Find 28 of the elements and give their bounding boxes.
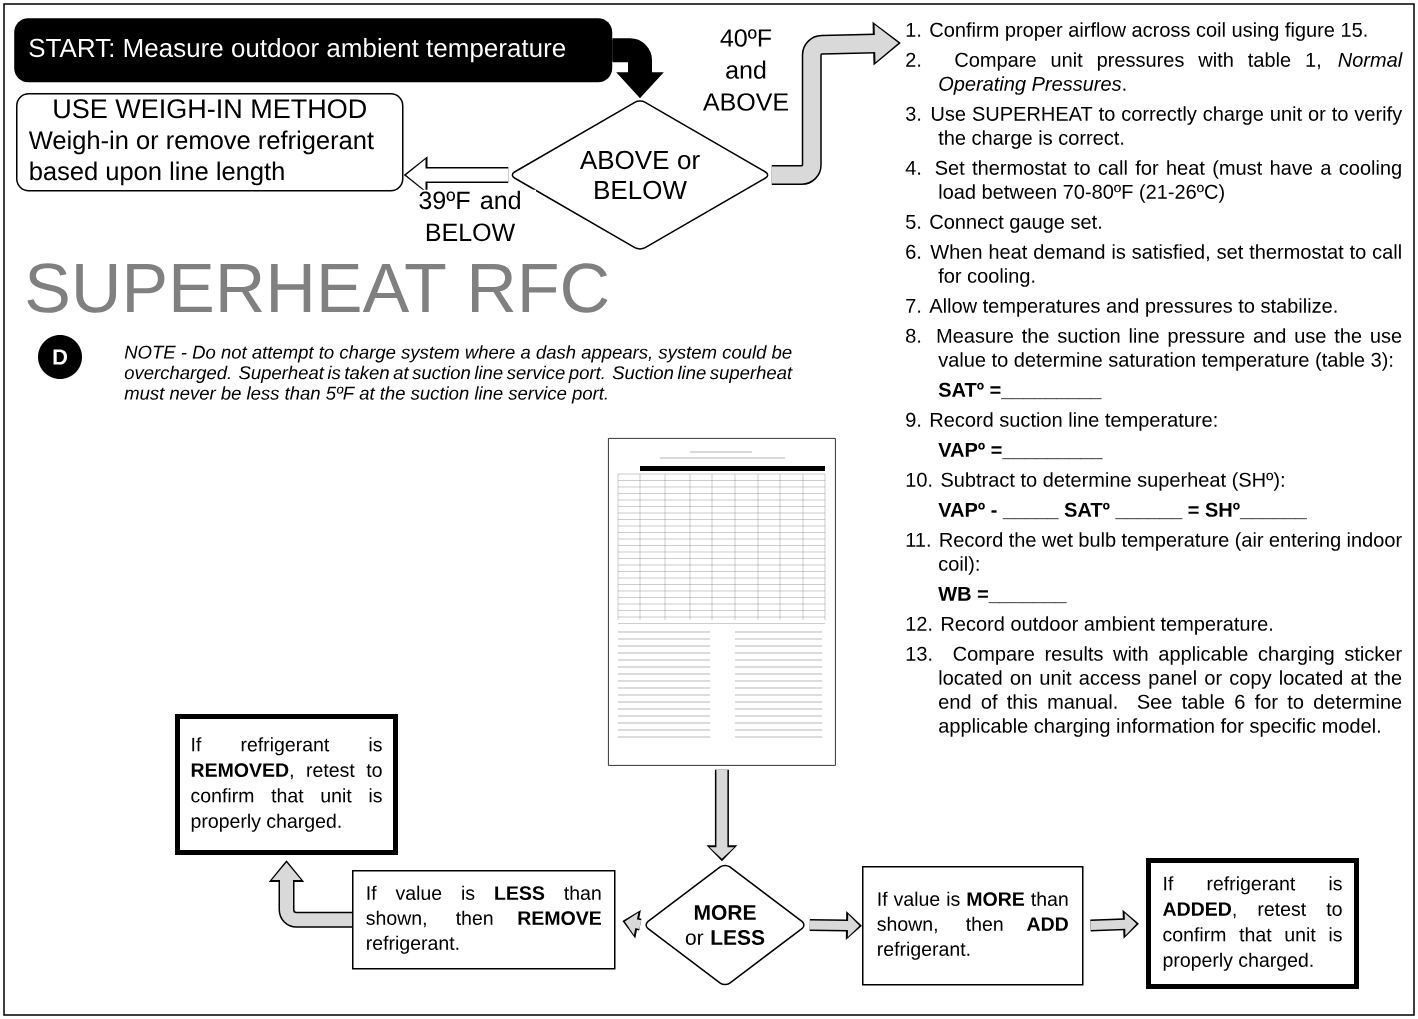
process-box: If value is LESS than shown, then REMOVE refrigerant. bbox=[352, 870, 616, 970]
step-text: 9. Record suction line temperature: bbox=[906, 412, 1217, 431]
method-box: USE WEIGH-IN METHOD Weigh-in or remove refrigerant based upon line length bbox=[16, 93, 404, 192]
step-text: 4. Set thermostat to call for heat (must have a cooling load between 70-80ºF (21-26ºC) bbox=[905, 160, 1401, 203]
page-title: SUPERHEAT RFC bbox=[27, 263, 608, 313]
result-box: If refrigerant is ADDED, retest to confirm that unit is properly charged. bbox=[1146, 858, 1359, 989]
step-text: 7. Allow temperatures and pressures to stabilize. bbox=[906, 298, 1337, 317]
fill-in-line: VAPº =_________ bbox=[938, 442, 1103, 460]
step-text: 6. When heat demand is satisfied, set thermostat to call for cooling. bbox=[906, 244, 1401, 287]
section-badge: D bbox=[38, 335, 82, 379]
start-box: START: Measure outdoor ambient temperature bbox=[14, 18, 613, 83]
step-text: 13. Compare results with applicable charging sticker located on unit access panel or copy located at the end of this manual. See table 6 for to determine applicable charging information for specific model. bbox=[906, 646, 1402, 737]
note-text: NOTE - Do not attempt to charge system where a dash appears, system could be overcharged. Superheat is taken at suction line service port. Suction line superheat must never be less than 5ºF at the suction line service port. bbox=[124, 345, 793, 404]
process-box: If value is MORE than shown, then ADD refrigerant. bbox=[862, 866, 1084, 986]
step-text: 1. Confirm proper airflow across coil using figure 15. bbox=[906, 22, 1367, 41]
step-text: 10. Subtract to determine superheat (SHº): bbox=[906, 472, 1284, 491]
step-text: 8. Measure the suction line pressure and use the use value to determine saturation temperature (table 3): bbox=[906, 328, 1402, 371]
step-text: 12. Record outdoor ambient temperature. bbox=[906, 616, 1273, 635]
step-text: 11. Record the wet bulb temperature (air entering indoor coil): bbox=[906, 532, 1402, 575]
charging-sticker-drawing bbox=[608, 438, 836, 766]
edge-label: 39ºF and BELOW bbox=[404, 189, 536, 243]
step-text: 3. Use SUPERHEAT to correctly charge unit or to verify the charge is correct. bbox=[906, 106, 1403, 149]
result-box: If refrigerant is REMOVED, retest to confirm that unit is properly charged. bbox=[175, 714, 398, 855]
fill-in-line: SATº =_________ bbox=[938, 382, 1102, 400]
step-text: 2. Compare unit pressures with table 1, Normal Operating Pressures. bbox=[906, 52, 1403, 95]
fill-in-line: VAPº - _____ SATº ______ = SHº______ bbox=[938, 502, 1307, 520]
step-text: 5. Connect gauge set. bbox=[906, 214, 1101, 233]
fill-in-line: WB =_______ bbox=[938, 586, 1067, 604]
